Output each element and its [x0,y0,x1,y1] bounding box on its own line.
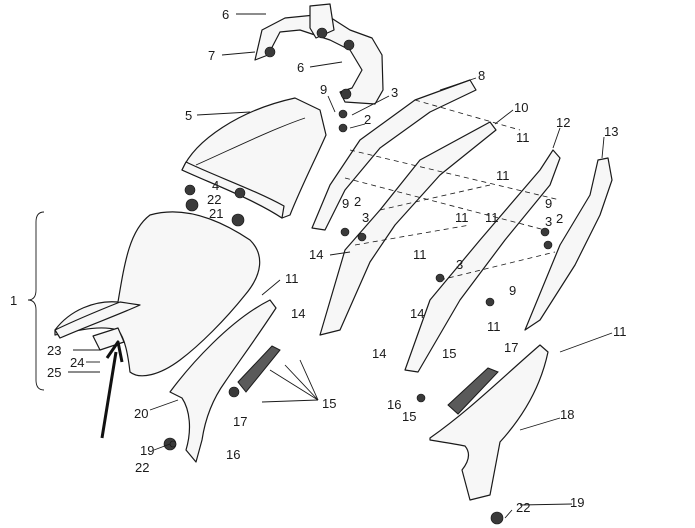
callout-11-a: 11 [516,130,530,145]
callout-11-g: 11 [487,319,501,334]
leader-lines [68,13,613,519]
callout-11-b: 11 [496,168,510,183]
callout-16-right: 16 [387,397,401,412]
callout-16-left: 16 [226,447,240,462]
callout-7: 7 [208,48,215,63]
callout-11-c: 11 [455,210,469,225]
assembly-bracket [27,211,45,391]
callout-15-right: 15 [442,346,456,361]
callout-3-right: 3 [545,214,552,229]
callout-19-right: 19 [570,495,584,510]
callout-21: 21 [209,206,223,221]
callout-11-e: 11 [413,247,427,262]
callout-24: 24 [70,355,84,370]
callout-1: 1 [10,293,17,308]
grab-rail [254,3,384,105]
callout-25: 25 [47,365,61,380]
callout-14-d: 14 [372,346,386,361]
callout-22-right: 22 [516,500,530,515]
callout-5: 5 [185,108,192,123]
callout-11-h: 11 [613,324,627,339]
right-side-panel [429,344,549,525]
callout-9-top: 9 [320,82,327,97]
callout-3-top: 3 [391,85,398,100]
callout-11-f: 11 [285,271,299,286]
callout-13: 13 [604,124,618,139]
callout-15-low: 15 [402,409,416,424]
callout-14-c: 14 [410,306,424,321]
callout-17-right: 17 [504,340,518,355]
fasteners [169,109,553,448]
callout-19-left: 19 [140,443,154,458]
callout-14-b: 14 [291,306,305,321]
assembly-lines [344,99,561,281]
pillion-seat [181,97,327,219]
callout-22-a: 22 [207,192,221,207]
callout-9-mid: 9 [342,196,349,211]
callout-3-low: 3 [456,257,463,272]
callout-23: 23 [47,343,61,358]
callout-12: 12 [556,115,570,130]
callout-14-a: 14 [309,247,323,262]
callout-2-top: 2 [364,112,371,127]
tail-frame [311,79,613,373]
callout-15-left: 15 [322,396,336,411]
callout-3-mid: 3 [362,210,369,225]
callout-10: 10 [514,100,528,115]
callout-4: 4 [212,178,219,193]
callout-8: 8 [478,68,485,83]
callout-2-mid: 2 [354,194,361,209]
callout-11-d: 11 [485,210,499,225]
callout-6-mid: 6 [297,60,304,75]
callout-9-low: 9 [509,283,516,298]
callout-labels: 6 7 6 8 9 3 10 5 2 12 13 11 11 4 22 21 1… [10,7,627,515]
callout-17-left: 17 [233,414,247,429]
callout-2-right: 2 [556,211,563,226]
pointer-arrow [100,340,124,439]
callout-6-top: 6 [222,7,229,22]
callout-22-left: 22 [135,460,149,475]
callout-20: 20 [134,406,148,421]
callout-18: 18 [560,407,574,422]
callout-9-right: 9 [545,196,552,211]
